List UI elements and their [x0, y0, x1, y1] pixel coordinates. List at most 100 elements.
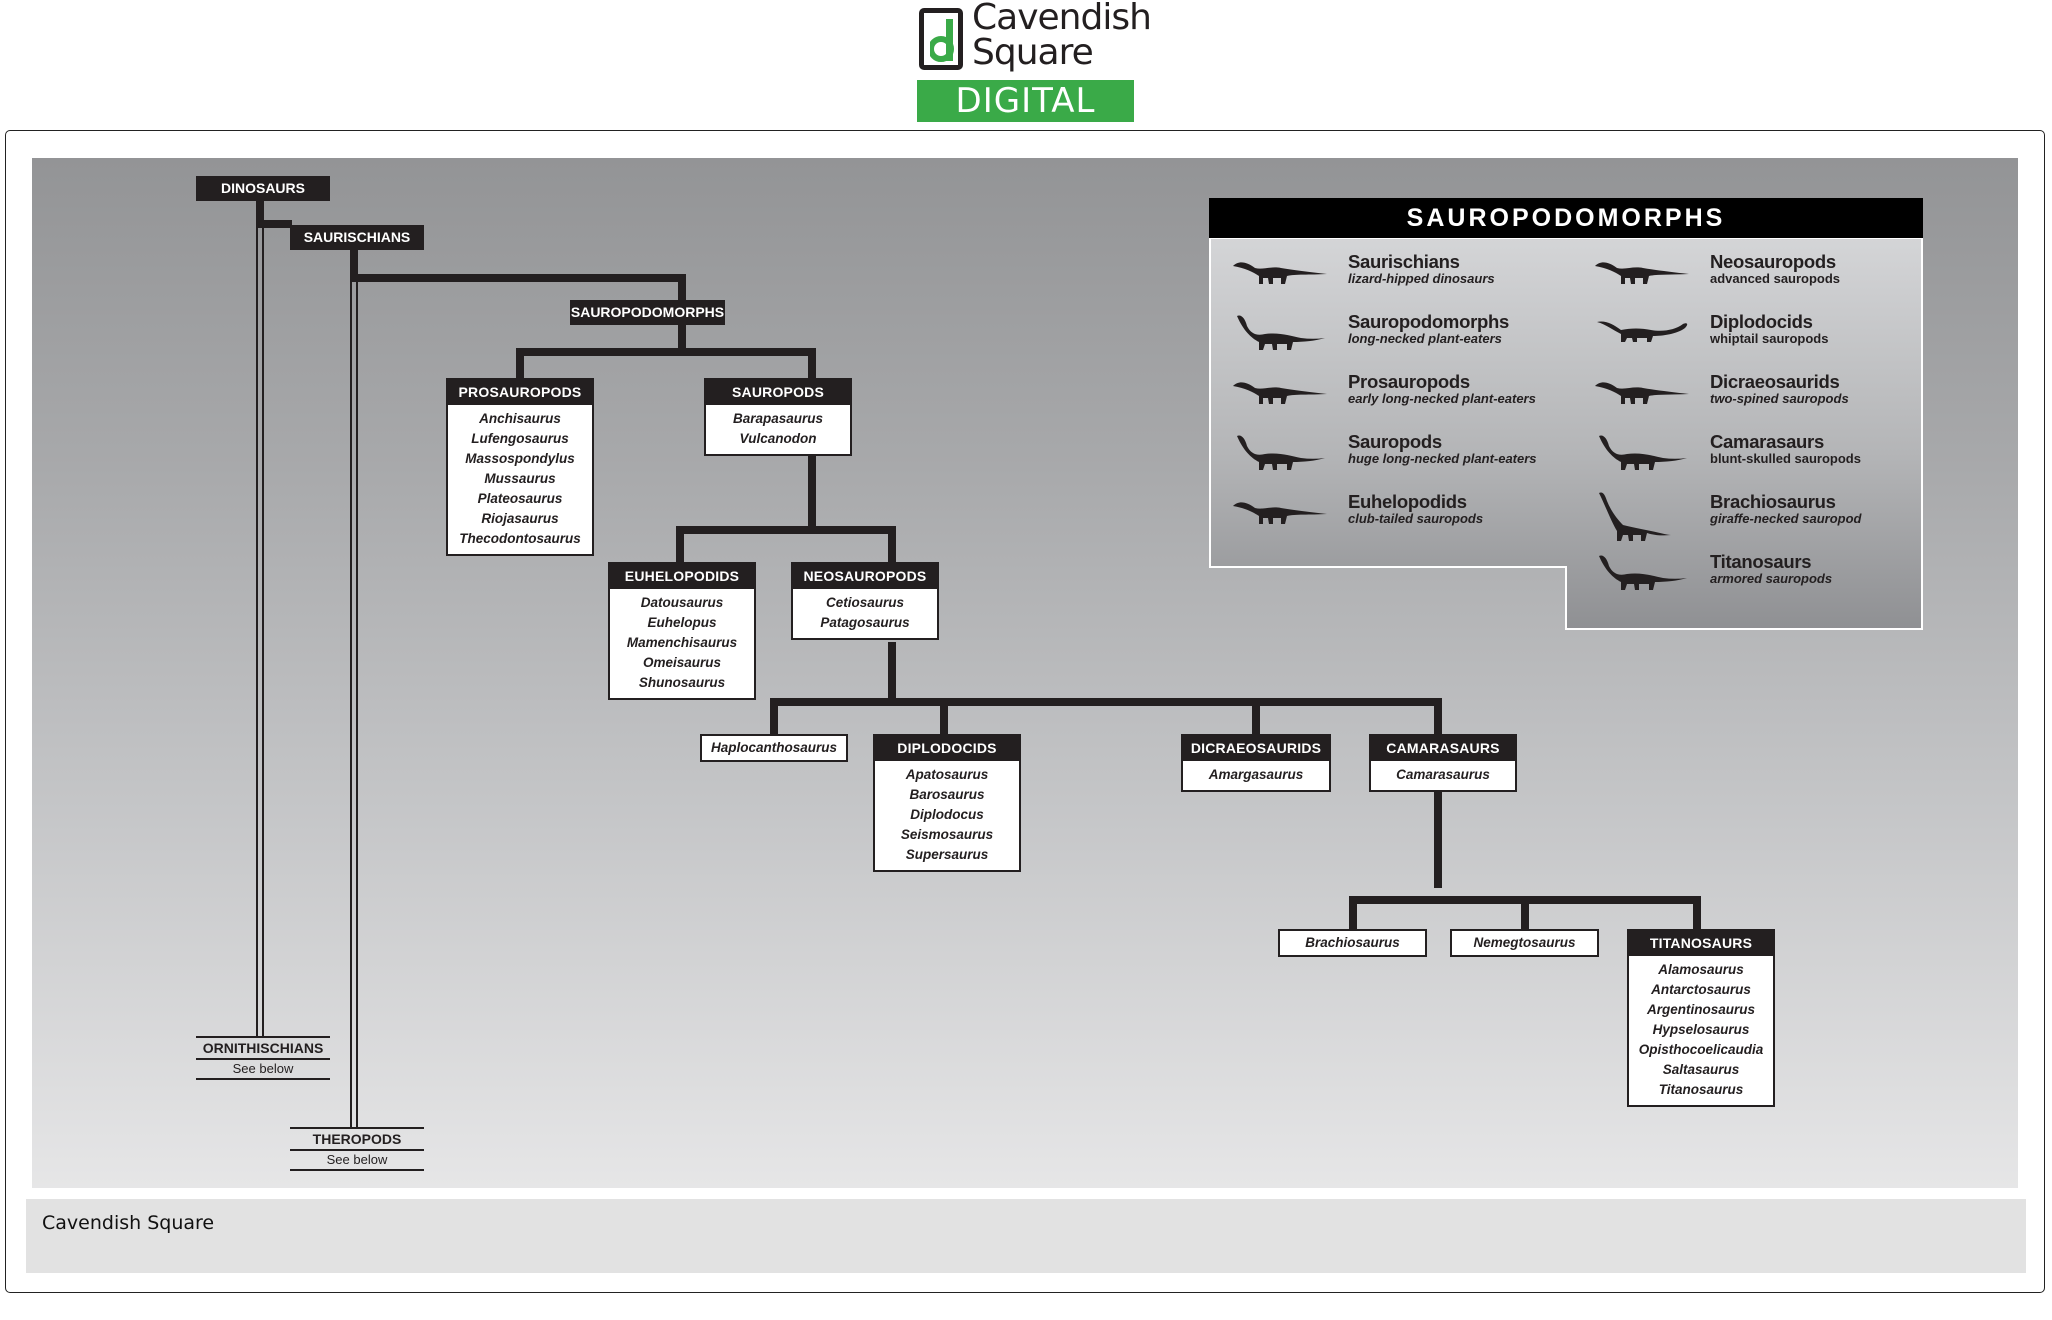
d-letter-icon — [919, 8, 963, 70]
species-name: Mussaurus — [484, 471, 556, 486]
species-name: Datousaurus — [640, 595, 724, 610]
node-name: ORNITHISCHIANS — [202, 1040, 324, 1056]
cladogram-image: DINOSAURS SAURISCHIANS SAUROPODOMORPHS P… — [32, 158, 2018, 1188]
legend-item-name: Saurischians — [1348, 251, 1460, 272]
connector — [256, 220, 292, 228]
species-name: Apatosaurus — [905, 767, 989, 782]
species-name: Omeisaurus — [642, 655, 722, 670]
species-name: Antarctosaurus — [1651, 982, 1751, 997]
node-dinosaurs: DINOSAURS — [196, 176, 330, 201]
logo-wordmark: Cavendish Square — [972, 0, 1152, 73]
species-name: Seismosaurus — [900, 827, 994, 842]
connector — [678, 274, 686, 302]
connector — [808, 348, 816, 380]
legend-item-description: two-spined sauropods — [1710, 391, 1849, 406]
node-ornithischians: ORNITHISCHIANS See below — [196, 1036, 330, 1080]
connector — [256, 201, 264, 228]
legend-item-name: Brachiosaurus — [1710, 491, 1836, 512]
species-name: Euhelopus — [647, 615, 717, 630]
connector-theropods — [356, 280, 358, 1129]
leaf-brachiosaurus: Brachiosaurus — [1278, 929, 1427, 957]
node-header: SAUROPODS — [706, 380, 850, 405]
species-name: Mamenchisaurus — [626, 635, 738, 650]
legend-item-name: Sauropodomorphs — [1348, 311, 1509, 332]
species-name: Diplodocus — [910, 807, 984, 822]
legend-item-description: long-necked plant-eaters — [1348, 331, 1502, 346]
species-name: Plateosaurus — [477, 491, 563, 506]
species-name: Saltasaurus — [1662, 1062, 1740, 1077]
logo-digital-badge: DIGITAL — [917, 80, 1134, 122]
caption-bar: Cavendish Square — [26, 1199, 2026, 1273]
dicraeosaurid-silhouette-icon — [1595, 382, 1689, 404]
species-name: Anchisaurus — [479, 411, 561, 426]
species-name: Supersaurus — [905, 847, 989, 862]
node-sauropodomorphs: SAUROPODOMORPHS — [570, 300, 725, 325]
legend-item-name: Diplodocids — [1710, 311, 1813, 332]
legend-title: SAUROPODOMORPHS — [1209, 198, 1923, 238]
connector — [888, 642, 896, 700]
legend-item-name: Euhelopodids — [1348, 491, 1467, 512]
legend-item-description: huge long-necked plant-eaters — [1348, 451, 1537, 466]
node-theropods: THEROPODS See below — [290, 1127, 424, 1171]
node-camarasaurs: CAMARASAURS Camarasaurus — [1369, 734, 1517, 792]
species-name: Opisthocoelicaudia — [1638, 1042, 1764, 1057]
connector-ornithischians — [256, 226, 258, 1038]
node-header: DICRAEOSAURIDS — [1183, 736, 1329, 761]
connector — [676, 526, 684, 564]
connector — [770, 698, 778, 736]
legend-item-description: club-tailed sauropods — [1348, 511, 1484, 526]
species-name: Barosaurus — [909, 787, 985, 802]
titanosaur-silhouette-icon — [1599, 555, 1687, 590]
diplodocid-silhouette-icon — [1597, 321, 1688, 342]
connector — [1252, 698, 1260, 736]
node-header: PROSAUROPODS — [448, 380, 592, 405]
brachiosaurus-silhouette-icon — [1599, 492, 1671, 541]
species-list: Amargasaurus — [1183, 761, 1329, 790]
node-header: DIPLODOCIDS — [875, 736, 1019, 761]
species-list: Camarasaurus — [1371, 761, 1515, 790]
legend-item-description: early long-necked plant-eaters — [1348, 391, 1536, 406]
logo-line-2: Square — [972, 32, 1094, 73]
legend-item-name: Titanosaurs — [1710, 551, 1812, 572]
connector — [940, 698, 948, 736]
connector — [350, 250, 358, 280]
cavendish-square-digital-logo: Cavendish Square DIGITAL — [917, 0, 1152, 122]
connector-ornithischians — [262, 226, 264, 1038]
sauropodomorph-silhouette-icon — [1237, 315, 1325, 350]
connector — [1434, 788, 1442, 888]
connector-theropods — [350, 280, 352, 1129]
logo-line-1: Cavendish — [972, 0, 1152, 38]
species-name: Patagosaurus — [820, 615, 910, 630]
species-name: Riojasaurus — [481, 511, 559, 526]
connector — [678, 324, 686, 352]
legend-item-description: whiptail sauropods — [1710, 331, 1829, 346]
species-name: Amargasaurus — [1208, 767, 1304, 782]
connector — [888, 526, 896, 564]
camarasaur-silhouette-icon — [1599, 435, 1687, 470]
node-name: THEROPODS — [312, 1131, 402, 1147]
species-name: Lufengosaurus — [471, 431, 569, 446]
connector — [516, 348, 816, 356]
connector — [1434, 698, 1442, 736]
sauropod-silhouette-icon — [1237, 435, 1325, 470]
node-header: EUHELOPODIDS — [610, 564, 754, 589]
connector — [1521, 896, 1529, 930]
species-name: Shunosaurus — [638, 675, 726, 690]
